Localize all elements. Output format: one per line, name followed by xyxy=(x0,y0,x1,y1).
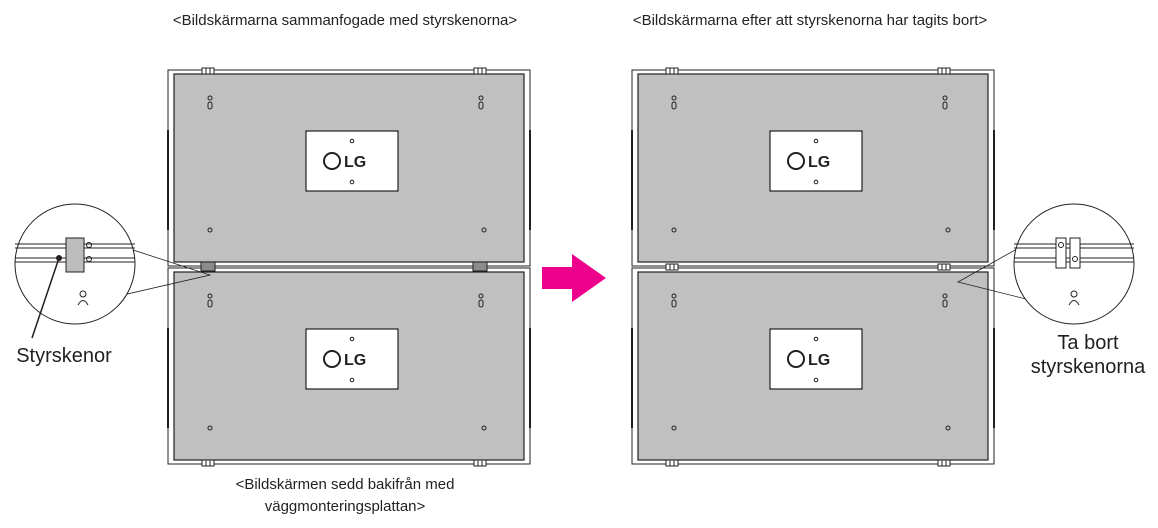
right-zoom-callout xyxy=(956,203,1135,325)
caption-left-top: <Bildskärmarna sammanfogade med styrsken… xyxy=(172,12,518,29)
arrow-icon xyxy=(542,254,606,302)
label-remove-rails-line1: Ta bort xyxy=(1057,332,1119,354)
caption-left-bottom: <Bildskärmen sedd bakifrån med väggmonte… xyxy=(235,476,455,515)
left-panel-bottom xyxy=(167,267,531,465)
left-zoom-callout xyxy=(14,203,212,339)
label-remove-rails-line2: styrskenorna xyxy=(1030,356,1146,378)
label-remove-rails: Ta bort styrskenorna xyxy=(1020,331,1156,379)
right-panel-top xyxy=(631,69,995,267)
caption-right-top: <Bildskärmarna efter att styrskenorna ha… xyxy=(632,12,988,29)
left-guide-rails xyxy=(200,261,488,272)
left-panel-top xyxy=(167,69,531,267)
right-panel-bottom xyxy=(631,267,995,465)
label-guide-rails: Styrskenor xyxy=(16,345,112,367)
